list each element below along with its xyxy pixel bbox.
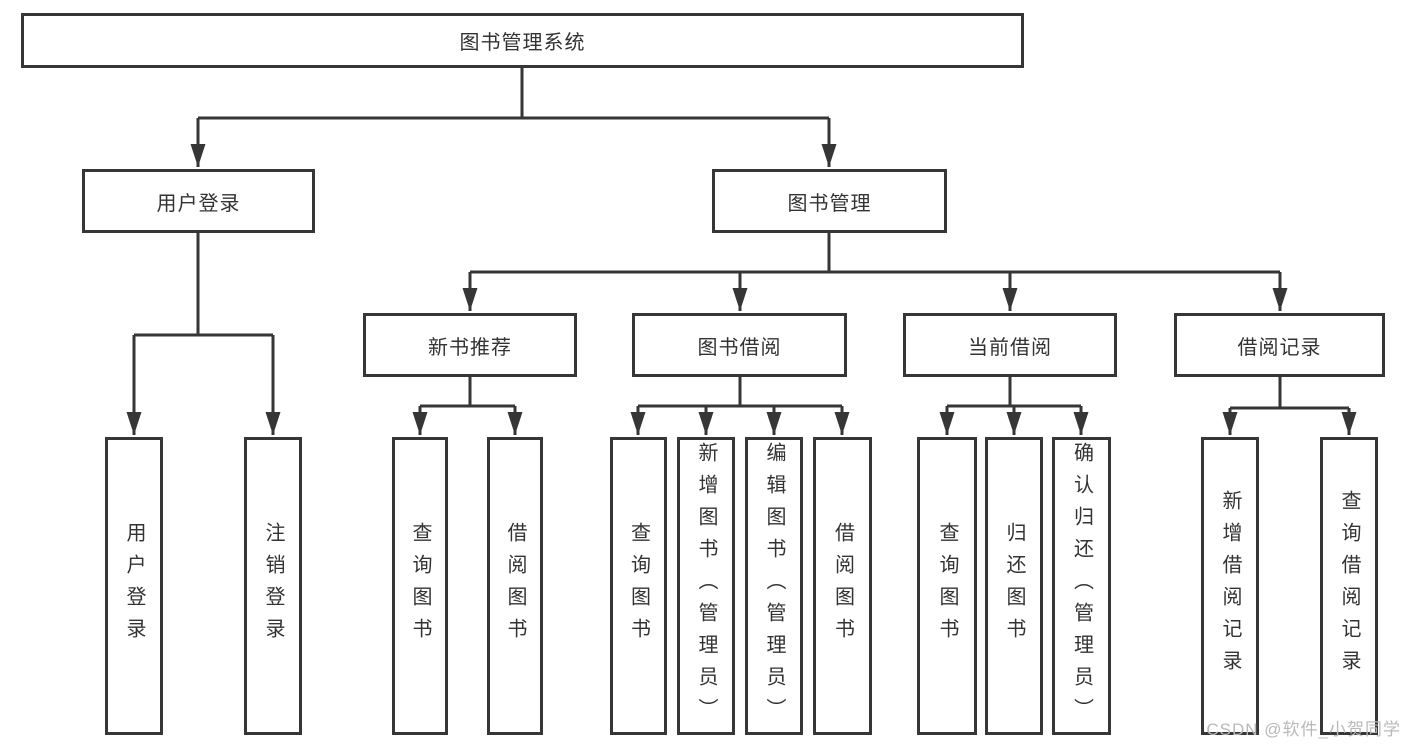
node-label: 借阅图书	[504, 522, 526, 650]
node-label: 编辑图书（管理员）	[763, 442, 785, 730]
node-label: 注销登录	[262, 522, 284, 650]
node-label: 当前借阅	[968, 336, 1052, 359]
node-label: 归还图书	[1003, 522, 1025, 650]
leaf-add-borrow-record: 新增借阅记录	[1201, 437, 1259, 735]
node-label: 图书管理	[787, 192, 872, 215]
leaf-query-book-current: 查询图书	[917, 437, 977, 735]
node-label: 新书推荐	[428, 336, 512, 359]
node-label: 查询图书	[409, 522, 431, 650]
leaf-edit-book-admin: 编辑图书（管理员）	[745, 437, 803, 735]
leaf-return-book: 归还图书	[985, 437, 1043, 735]
leaf-add-book-admin: 新增图书（管理员）	[677, 437, 735, 735]
leaf-confirm-return-admin: 确认归还（管理员）	[1052, 437, 1111, 735]
node-label: 图书管理系统	[459, 32, 586, 54]
node-label: 查询图书	[627, 522, 650, 650]
node-label: 新增图书（管理员）	[695, 442, 717, 730]
node-label: 借阅记录	[1237, 336, 1322, 359]
node-label: 用户登录	[156, 192, 241, 215]
node-label: 确认归还（管理员）	[1070, 442, 1093, 730]
leaf-query-borrow-record: 查询借阅记录	[1320, 437, 1378, 735]
node-label: 查询图书	[936, 522, 958, 650]
leaf-user-login: 用户登录	[105, 437, 163, 735]
leaf-borrow-book-recommend: 借阅图书	[487, 437, 543, 735]
node-borrow-record: 借阅记录	[1174, 313, 1385, 377]
node-new-book-recommend: 新书推荐	[363, 313, 577, 377]
node-user-login-module: 用户登录	[82, 169, 315, 233]
leaf-query-book-recommend: 查询图书	[392, 437, 448, 735]
node-book-borrow: 图书借阅	[632, 313, 847, 377]
node-label: 图书借阅	[697, 336, 782, 359]
node-label: 用户登录	[123, 522, 145, 650]
node-label: 新增借阅记录	[1219, 490, 1241, 682]
leaf-logout: 注销登录	[244, 437, 302, 735]
node-root-system: 图书管理系统	[21, 13, 1024, 68]
leaf-query-book-borrow: 查询图书	[610, 437, 667, 735]
watermark: CSDN @软件_小贺同学	[1206, 720, 1401, 739]
node-current-borrow: 当前借阅	[903, 313, 1117, 377]
node-book-management-module: 图书管理	[712, 169, 947, 233]
leaf-borrow-book: 借阅图书	[813, 437, 872, 735]
node-label: 借阅图书	[831, 522, 854, 650]
node-label: 查询借阅记录	[1338, 490, 1360, 682]
